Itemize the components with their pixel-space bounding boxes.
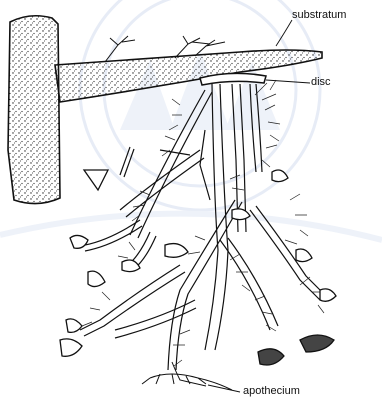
apothecium-bottom — [142, 362, 232, 390]
label-disc: disc — [311, 77, 331, 88]
fibrils — [82, 80, 324, 366]
label-substratum: substratum — [292, 10, 346, 21]
apothecia — [60, 170, 336, 365]
disc — [200, 73, 266, 85]
label-apothecium: apothecium — [243, 386, 300, 397]
thallus-strands — [80, 84, 326, 370]
